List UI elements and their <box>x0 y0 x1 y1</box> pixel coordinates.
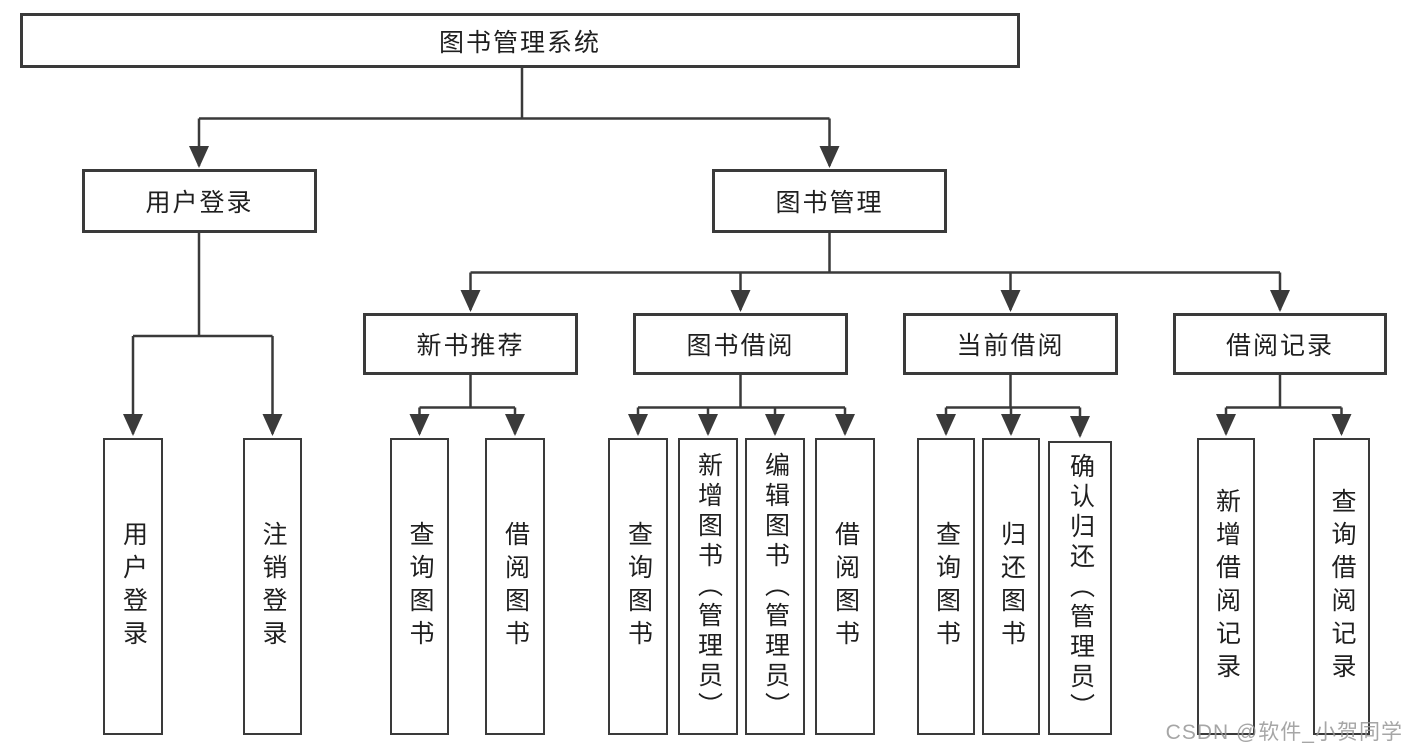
csdn-watermark: CSDN @软件_小贺同学 <box>1165 721 1403 744</box>
node-leaf-query-books-current: 查询图书 <box>917 438 975 735</box>
node-leaf-confirm-return-admin: 确认归还（管理员） <box>1048 441 1112 735</box>
node-leaf-return-book: 归还图书 <box>982 438 1040 735</box>
node-book-management: 图书管理 <box>712 169 947 233</box>
node-leaf-user-login: 用户登录 <box>103 438 163 735</box>
node-borrowing-records: 借阅记录 <box>1173 313 1387 375</box>
node-leaf-borrow-books: 借阅图书 <box>815 438 875 735</box>
node-leaf-borrow-books-recommend: 借阅图书 <box>485 438 545 735</box>
node-leaf-add-borrow-record: 新增借阅记录 <box>1197 438 1255 735</box>
node-user-login: 用户登录 <box>82 169 317 233</box>
node-leaf-edit-book-admin: 编辑图书（管理员） <box>745 438 805 735</box>
node-leaf-logout: 注销登录 <box>243 438 302 735</box>
node-leaf-query-borrow-record: 查询借阅记录 <box>1313 438 1370 735</box>
node-leaf-add-book-admin: 新增图书（管理员） <box>678 438 738 735</box>
node-leaf-query-books-borrow: 查询图书 <box>608 438 668 735</box>
node-book-borrowing: 图书借阅 <box>633 313 848 375</box>
node-new-book-recommend: 新书推荐 <box>363 313 578 375</box>
node-leaf-query-books-recommend: 查询图书 <box>390 438 449 735</box>
node-current-borrowing: 当前借阅 <box>903 313 1118 375</box>
node-root-system: 图书管理系统 <box>20 13 1020 68</box>
